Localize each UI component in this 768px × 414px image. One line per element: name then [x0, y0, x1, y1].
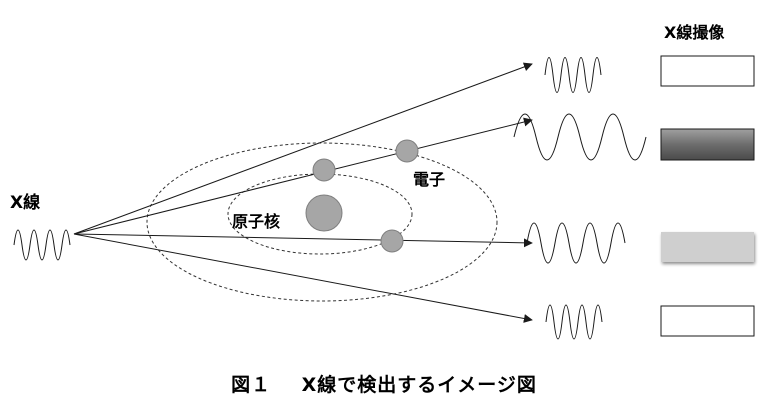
figure-caption-text: X線で検出するイメージ図	[301, 374, 537, 396]
output-wave-2	[513, 113, 647, 161]
ray-1	[73, 62, 533, 235]
electron-1	[312, 158, 336, 182]
electron-2	[395, 139, 419, 163]
nucleus	[305, 194, 343, 232]
figure-number: 図１	[231, 374, 272, 396]
electron-label: 電子	[413, 170, 446, 189]
ray-2	[73, 117, 533, 235]
xray-imaging-label: X線撮像	[664, 23, 725, 42]
incoming-xray-wave	[13, 229, 71, 261]
nucleus-label: 原子核	[232, 212, 281, 231]
image-result-3	[661, 232, 754, 262]
xray-label: X線	[10, 193, 41, 213]
image-result-2	[660, 128, 755, 161]
output-wave-1	[544, 57, 602, 93]
image-result-1	[660, 55, 755, 87]
image-result-4	[660, 305, 755, 337]
electron-3	[380, 229, 404, 253]
output-wave-3	[526, 222, 626, 264]
figure-caption: 図１ X線で検出するイメージ図	[0, 370, 768, 397]
ray-4	[73, 233, 533, 323]
output-wave-4	[545, 304, 603, 340]
inner-electron-orbit	[227, 173, 413, 255]
ray-3	[73, 233, 533, 248]
outer-electron-orbit	[146, 142, 498, 302]
